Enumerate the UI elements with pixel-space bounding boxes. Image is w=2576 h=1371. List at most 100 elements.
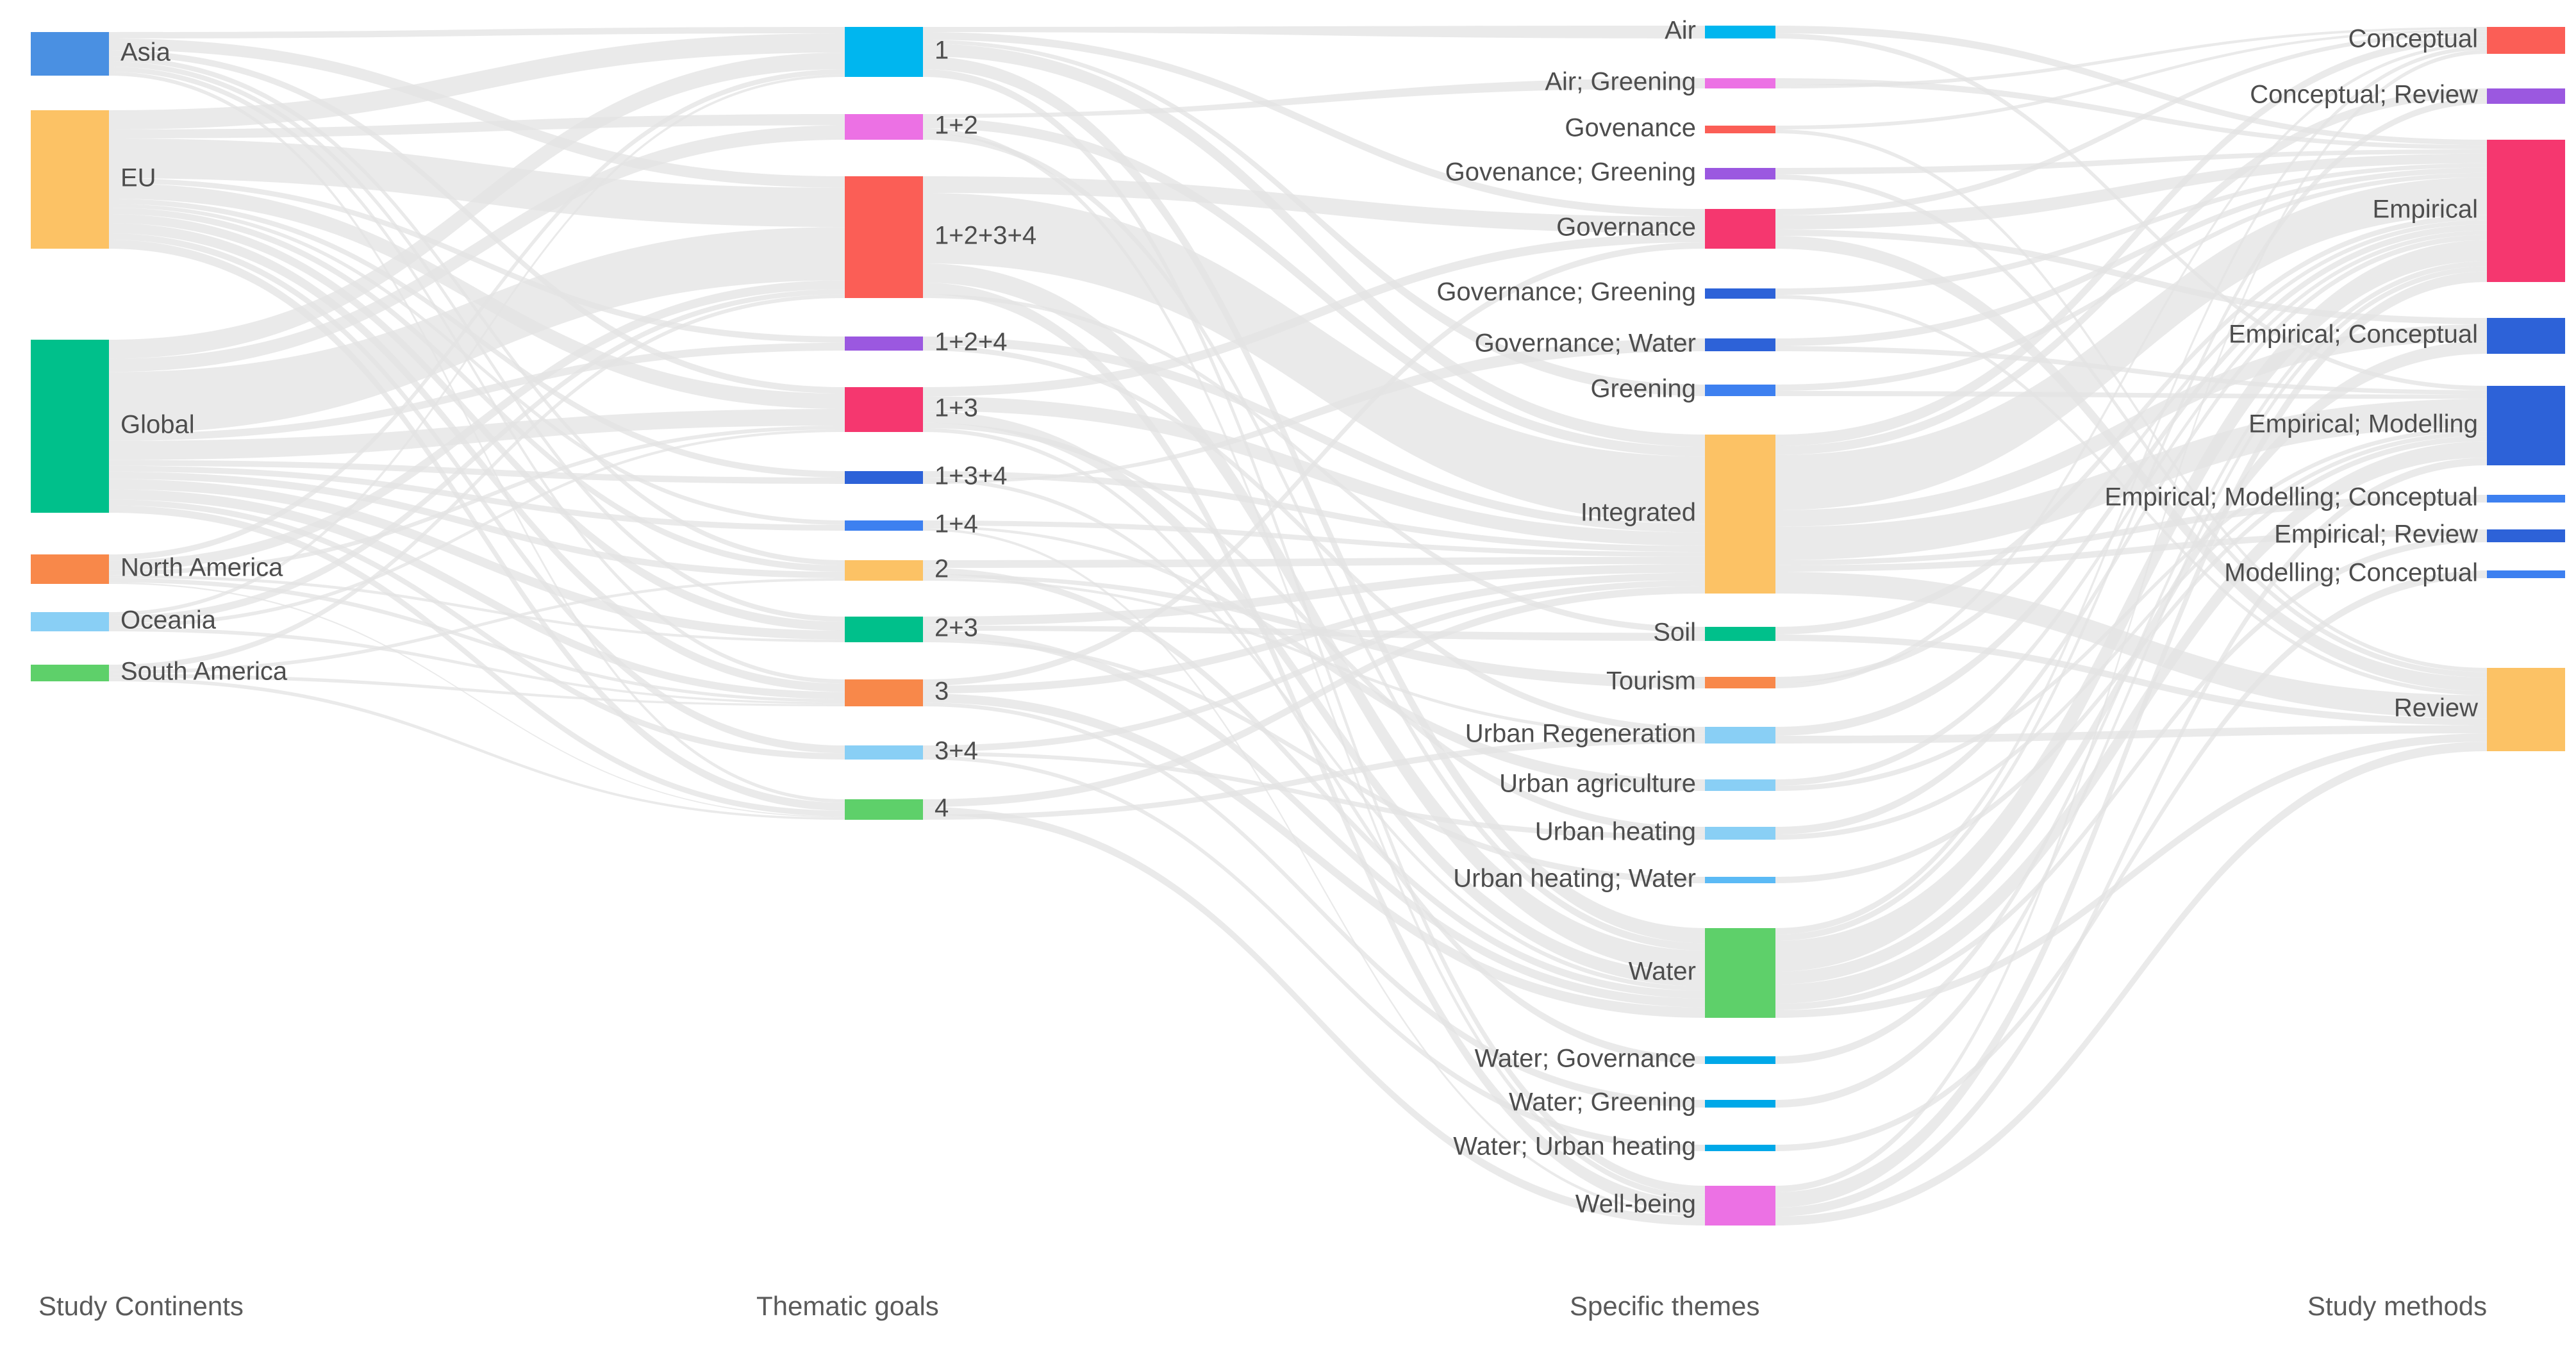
sankey-link[interactable] xyxy=(1775,215,2487,635)
sankey-link[interactable] xyxy=(923,44,1705,447)
sankey-link[interactable] xyxy=(923,233,1705,397)
sankey-link[interactable] xyxy=(1775,153,2487,229)
sankey-link[interactable] xyxy=(1775,46,2487,935)
sankey-link[interactable] xyxy=(923,478,1705,991)
sankey-link[interactable] xyxy=(923,40,1705,396)
sankey-node-governance[interactable] xyxy=(1705,209,1775,249)
sankey-node-g1-4[interactable] xyxy=(845,520,923,531)
sankey-link[interactable] xyxy=(923,26,1705,38)
sankey-node-governance-green[interactable] xyxy=(1705,288,1775,299)
sankey-link[interactable] xyxy=(109,582,845,818)
sankey-link[interactable] xyxy=(923,78,1705,118)
sankey-node-urban-heat-water[interactable] xyxy=(1705,877,1775,883)
sankey-link[interactable] xyxy=(1775,149,2487,174)
sankey-link[interactable] xyxy=(923,807,1705,1226)
sankey-node-empirical[interactable] xyxy=(2487,140,2565,282)
sankey-link[interactable] xyxy=(923,556,1705,568)
sankey-node-g1-3-4[interactable] xyxy=(845,471,923,484)
sankey-node-well-being[interactable] xyxy=(1705,1186,1775,1226)
sankey-link[interactable] xyxy=(1775,35,2487,446)
sankey-link[interactable] xyxy=(923,752,1705,840)
sankey-link[interactable] xyxy=(1775,230,2487,786)
sankey-link[interactable] xyxy=(109,67,845,684)
sankey-link[interactable] xyxy=(1775,177,2487,510)
sankey-link[interactable] xyxy=(1775,495,2487,565)
sankey-link[interactable] xyxy=(1775,172,2487,391)
sankey-link[interactable] xyxy=(109,489,845,699)
sankey-node-water-gov[interactable] xyxy=(1705,1056,1775,1064)
sankey-link[interactable] xyxy=(923,337,1705,533)
sankey-link[interactable] xyxy=(923,283,1705,1214)
sankey-link[interactable] xyxy=(923,242,1705,686)
sankey-link[interactable] xyxy=(109,233,845,754)
sankey-link[interactable] xyxy=(1775,441,2487,1004)
sankey-link[interactable] xyxy=(923,338,1705,484)
sankey-node-emp-mod-concept[interactable] xyxy=(2487,495,2565,503)
sankey-node-eu[interactable] xyxy=(31,110,109,249)
sankey-link[interactable] xyxy=(923,32,1705,217)
sankey-link[interactable] xyxy=(109,342,845,441)
sankey-link[interactable] xyxy=(923,586,1705,807)
sankey-node-empirical-review[interactable] xyxy=(2487,529,2565,542)
sankey-link[interactable] xyxy=(109,460,845,484)
sankey-node-urban-regen[interactable] xyxy=(1705,727,1775,744)
sankey-link[interactable] xyxy=(109,204,845,525)
sankey-link[interactable] xyxy=(1775,42,2487,689)
sankey-link[interactable] xyxy=(109,471,845,578)
sankey-link[interactable] xyxy=(923,736,1705,820)
sankey-link[interactable] xyxy=(109,575,845,642)
sankey-node-oceania[interactable] xyxy=(31,612,109,631)
sankey-link[interactable] xyxy=(1775,235,2487,835)
sankey-node-model-concept[interactable] xyxy=(2487,570,2565,578)
sankey-link[interactable] xyxy=(109,677,845,820)
sankey-link[interactable] xyxy=(923,56,1705,943)
sankey-link[interactable] xyxy=(109,627,845,704)
sankey-link[interactable] xyxy=(1775,536,2487,1010)
sankey-node-g4[interactable] xyxy=(845,799,923,820)
sankey-link[interactable] xyxy=(1775,224,2487,736)
sankey-link[interactable] xyxy=(109,50,845,394)
sankey-link[interactable] xyxy=(923,578,1705,737)
sankey-node-urban-heating[interactable] xyxy=(1705,827,1775,840)
sankey-link[interactable] xyxy=(1775,26,2487,145)
sankey-node-conceptual-review[interactable] xyxy=(2487,88,2565,104)
sankey-link[interactable] xyxy=(1775,295,2487,695)
sankey-link[interactable] xyxy=(1775,33,2487,390)
sankey-link[interactable] xyxy=(923,528,1705,1217)
sankey-node-global[interactable] xyxy=(31,340,109,513)
sankey-link[interactable] xyxy=(1775,346,2487,395)
sankey-link[interactable] xyxy=(109,426,845,576)
sankey-link[interactable] xyxy=(1775,220,2487,683)
sankey-link[interactable] xyxy=(109,578,845,674)
sankey-link[interactable] xyxy=(1775,431,2487,840)
sankey-node-water-green[interactable] xyxy=(1705,1100,1775,1108)
sankey-node-tourism[interactable] xyxy=(1705,677,1775,688)
sankey-link[interactable] xyxy=(109,178,845,343)
sankey-link[interactable] xyxy=(923,520,1705,557)
sankey-node-g2-3[interactable] xyxy=(845,617,923,642)
sankey-node-review[interactable] xyxy=(2487,668,2565,751)
sankey-link[interactable] xyxy=(1775,742,2487,1226)
sankey-link[interactable] xyxy=(1775,88,2487,455)
sankey-node-g1-2-4[interactable] xyxy=(845,337,923,351)
sankey-node-g1[interactable] xyxy=(845,27,923,77)
sankey-link[interactable] xyxy=(1775,49,2487,1193)
sankey-link[interactable] xyxy=(923,580,1705,752)
sankey-node-g2[interactable] xyxy=(845,560,923,581)
sankey-node-g3-4[interactable] xyxy=(845,745,923,760)
sankey-link[interactable] xyxy=(1775,240,2487,972)
sankey-node-air-greening[interactable] xyxy=(1705,78,1775,88)
sankey-link[interactable] xyxy=(923,638,1705,883)
sankey-link[interactable] xyxy=(109,674,845,706)
sankey-link[interactable] xyxy=(1775,529,2487,572)
sankey-node-governance-water[interactable] xyxy=(1705,338,1775,351)
sankey-link[interactable] xyxy=(1775,572,2487,719)
sankey-node-north-america[interactable] xyxy=(31,554,109,584)
sankey-link[interactable] xyxy=(1775,163,2487,295)
sankey-node-greening[interactable] xyxy=(1705,385,1775,396)
sankey-link[interactable] xyxy=(109,294,845,670)
sankey-link[interactable] xyxy=(109,289,845,624)
sankey-link[interactable] xyxy=(923,702,1705,1108)
sankey-link[interactable] xyxy=(109,409,845,460)
sankey-node-water[interactable] xyxy=(1705,928,1775,1018)
